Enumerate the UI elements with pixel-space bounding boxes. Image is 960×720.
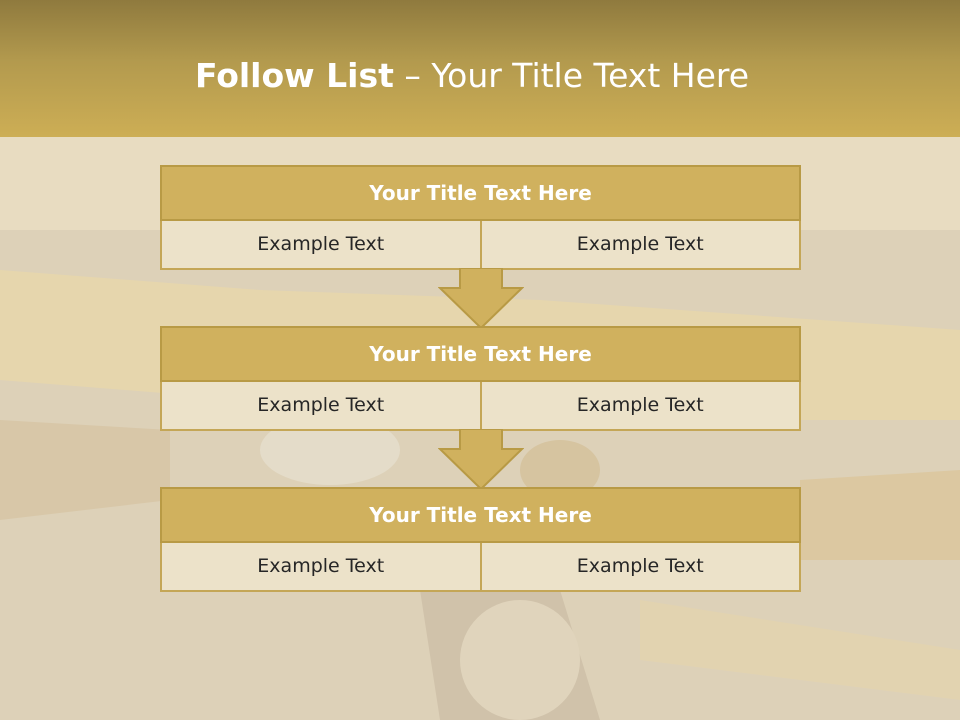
list-block-3: Your Title Text Here Example Text Exampl… <box>160 487 801 592</box>
block-title: Your Title Text Here <box>160 165 801 221</box>
slide-title-rest: – Your Title Text Here <box>393 56 750 95</box>
down-arrow-icon <box>438 268 524 330</box>
block-row: Example Text Example Text <box>160 382 801 431</box>
block-title: Your Title Text Here <box>160 326 801 382</box>
list-block-2: Your Title Text Here Example Text Exampl… <box>160 326 801 431</box>
slide-title: Follow List – Your Title Text Here <box>0 50 944 102</box>
title-bar <box>0 0 960 137</box>
list-block-1: Your Title Text Here Example Text Exampl… <box>160 165 801 270</box>
block-row: Example Text Example Text <box>160 543 801 592</box>
block-cell-right: Example Text <box>481 543 801 592</box>
block-cell-left: Example Text <box>160 221 482 270</box>
block-cell-left: Example Text <box>160 382 482 431</box>
block-cell-right: Example Text <box>481 221 801 270</box>
block-row: Example Text Example Text <box>160 221 801 270</box>
block-cell-left: Example Text <box>160 543 482 592</box>
down-arrow-icon <box>438 429 524 491</box>
slide-title-bold: Follow List <box>194 56 394 95</box>
block-cell-right: Example Text <box>481 382 801 431</box>
block-title: Your Title Text Here <box>160 487 801 543</box>
